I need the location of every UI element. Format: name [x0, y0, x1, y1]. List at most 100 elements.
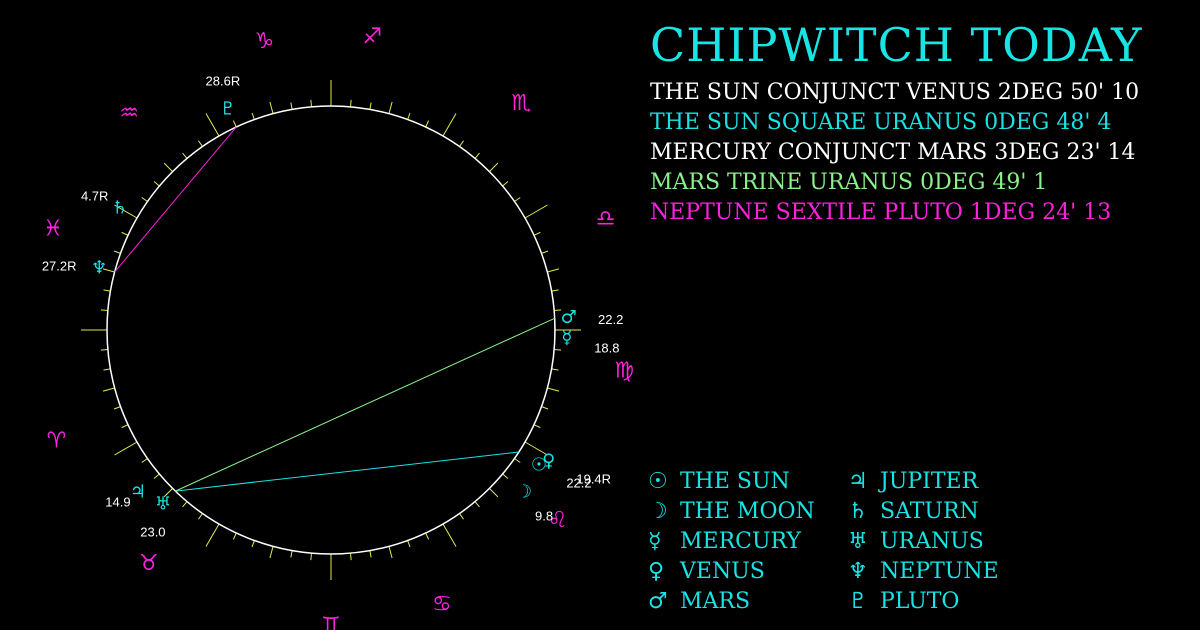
scorpio-sign-icon: ♏ [511, 91, 531, 116]
degree-tick [232, 120, 237, 128]
jupiter-icon: ♃ [130, 481, 146, 502]
page-title: CHIPWITCH TODAY [650, 18, 1143, 72]
degree-tick [502, 181, 509, 187]
degree-tick [121, 231, 129, 236]
degree-tick [153, 473, 160, 479]
mercury-degree-label: 18.8 [594, 341, 619, 356]
degree-tick [290, 102, 293, 110]
legend-item-sun: ☉ THE SUN [648, 466, 848, 496]
degree-tick [459, 513, 464, 520]
taurus-sign-icon: ♉ [139, 551, 159, 576]
legend-label: JUPITER [880, 468, 979, 494]
degree-tick [442, 523, 457, 547]
degree-tick [524, 204, 548, 219]
pisces-sign-icon: ♓ [43, 216, 63, 241]
legend-label: VENUS [680, 558, 765, 584]
virgo-sign-icon: ♍ [614, 359, 634, 384]
degree-tick [103, 368, 111, 371]
degree-tick [163, 488, 173, 498]
legend-item-mars: ♂ MARS [648, 586, 848, 616]
moon-icon: ☽ [648, 498, 668, 524]
degree-tick [551, 289, 559, 292]
degree-tick [533, 231, 541, 236]
degree-tick [514, 197, 521, 202]
degree-tick [141, 197, 148, 202]
sun-icon: ☉ [531, 455, 547, 476]
degree-tick [554, 309, 562, 311]
libra-sign-icon: ♎ [596, 207, 616, 232]
degree-tick [474, 152, 480, 159]
mars-degree-label: 22.2 [598, 312, 623, 327]
degree-tick [350, 553, 352, 561]
uranus-degree-label: 23.0 [140, 525, 165, 540]
legend-item-mercury: ☿ MERCURY [648, 526, 848, 556]
aspect-mercury-conjunct-mars: MERCURY CONJUNCT MARS 3DEG 23' 14 [650, 140, 1136, 165]
uranus-icon: ♅ [155, 494, 171, 515]
legend-label: THE MOON [680, 498, 815, 524]
degree-tick [350, 99, 352, 107]
degree-tick [541, 250, 549, 254]
degree-tick [100, 309, 108, 311]
degree-tick [442, 113, 457, 137]
degree-tick [547, 268, 560, 273]
legend-label: MARS [680, 588, 751, 614]
legend-item-saturn: ♄ SATURN [848, 496, 1048, 526]
aspect-lines [114, 126, 556, 492]
degree-tick [547, 387, 560, 392]
uranus-icon: ♅ [848, 528, 868, 554]
degree-tick [541, 406, 549, 410]
chart-circle [106, 105, 556, 555]
sun-icon: ☉ [648, 468, 668, 494]
gemini-sign-icon: ♊ [321, 614, 341, 630]
saturn-degree-label: 4.7R [81, 189, 108, 204]
degree-tick [182, 152, 188, 159]
degree-tick [554, 349, 562, 351]
degree-tick [388, 546, 393, 559]
sagittarius-sign-icon: ♐ [362, 24, 382, 49]
degree-tick [205, 523, 220, 547]
aspect-line-mars-uranus [175, 317, 555, 492]
cancer-sign-icon: ♋ [432, 592, 452, 617]
legend-label: THE SUN [680, 468, 790, 494]
legend-label: URANUS [880, 528, 984, 554]
aspect-line-neptune-pluto [114, 126, 237, 273]
legend-label: PLUTO [880, 588, 960, 614]
pluto-degree-label: 28.6R [206, 73, 241, 88]
legend-label: MERCURY [680, 528, 801, 554]
degree-tick [103, 289, 111, 292]
degree-tick [474, 501, 480, 508]
legend-label: NEPTUNE [880, 558, 999, 584]
degree-tick [102, 387, 115, 392]
aspect-list: THE SUN CONJUNCT VENUS 2DEG 50' 10 THE S… [650, 78, 1139, 228]
pluto-icon: ♇ [848, 588, 868, 614]
mercury-icon: ☿ [648, 528, 662, 554]
legend-item-pluto: ♇ PLUTO [848, 586, 1048, 616]
degree-tick [113, 250, 121, 254]
degree-tick [489, 488, 499, 498]
degree-tick [205, 113, 220, 137]
sun-degree-label: 22.2 [566, 476, 591, 491]
mercury-icon: ☿ [561, 328, 572, 349]
planet-markers: ☉22.2☽9.8☿18.8♀19.4R♂22.2♃14.9♄4.7R♅23.0… [42, 73, 624, 539]
degree-tick [369, 550, 372, 558]
legend-item-uranus: ♅ URANUS [848, 526, 1048, 556]
degree-tick [551, 368, 559, 371]
legend-item-jupiter: ♃ JUPITER [848, 466, 1048, 496]
mars-icon: ♂ [648, 588, 668, 614]
venus-icon: ♀ [648, 558, 665, 584]
degree-tick [533, 424, 541, 429]
capricorn-sign-icon: ♑ [255, 29, 275, 54]
aquarius-sign-icon: ♒ [119, 101, 139, 126]
degree-tick [121, 424, 129, 429]
degree-tick [514, 458, 521, 463]
degree-tick [251, 540, 255, 548]
degree-tick [182, 501, 188, 508]
saturn-icon: ♄ [112, 198, 128, 219]
jupiter-icon: ♃ [848, 468, 868, 494]
degree-tick [141, 458, 148, 463]
aspect-sun-conjunct-venus: THE SUN CONJUNCT VENUS 2DEG 50' 10 [650, 80, 1140, 105]
degree-tick [163, 162, 173, 172]
legend-item-venus: ♀ VENUS [648, 556, 848, 586]
saturn-icon: ♄ [848, 498, 868, 524]
neptune-icon: ♆ [848, 558, 868, 584]
